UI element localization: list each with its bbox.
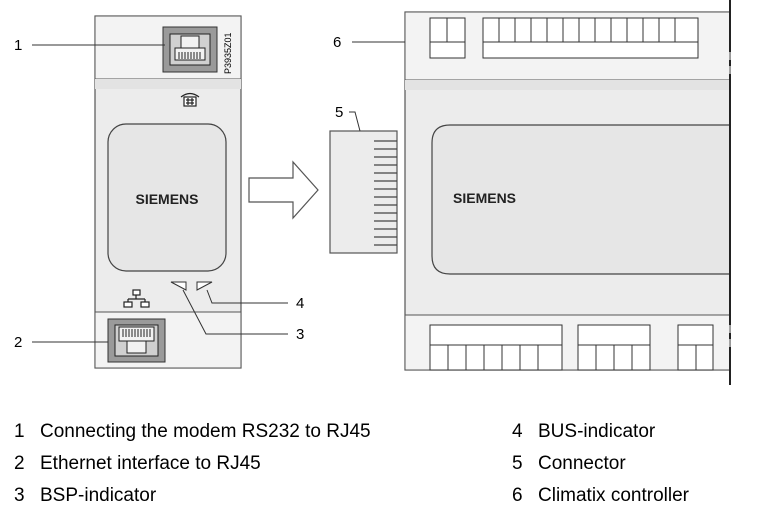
legend-item-5: 5 Connector [512,453,626,475]
insert-arrow [248,160,319,220]
callouts [32,41,405,343]
connector [329,130,398,254]
legend-item-4: 4 BUS-indicator [512,421,655,443]
legend-text: Climatix controller [538,485,689,506]
legend-text: BSP-indicator [40,485,157,506]
controller-front-panel [431,124,730,275]
legend-number: 6 [512,485,523,506]
device-diagram: P3935Z01 SIEMENS [14,0,731,385]
telephone-icon [180,92,200,107]
bottom-terminal-blocks [429,324,714,371]
callout-3-number: 3 [296,326,304,343]
legend-number: 2 [14,453,25,474]
callout-5-number: 5 [335,104,343,121]
legend-item-2: 2 Ethernet interface to RJ45 [14,453,261,475]
callout-1-number: 1 [14,37,22,54]
legend-item-1: 1 Connecting the modem RS232 to RJ45 [14,421,371,443]
legend-number: 5 [512,453,523,474]
climatix-controller: SIEMENS [404,0,731,385]
front-panel [107,123,227,272]
legend: 1 Connecting the modem RS232 to RJ45 2 Eth… [0,405,760,515]
legend-number: 3 [14,485,25,506]
callout-5-leader [349,111,361,132]
callout-3-leader [182,289,288,335]
callout-6-number: 6 [333,34,341,51]
rj45-modem-port [162,26,218,73]
legend-number: 1 [14,421,25,442]
legend-text: BUS-indicator [538,421,656,442]
left-brand-label: SIEMENS [135,191,198,207]
legend-item-6: 6 Climatix controller [512,485,689,507]
legend-number: 4 [512,421,523,442]
communication-module: P3935Z01 SIEMENS [94,15,242,369]
bus-indicator-led [196,281,213,291]
callout-2-number: 2 [14,334,22,351]
legend-item-3: 3 BSP-indicator [14,485,156,507]
ethernet-network-icon [123,289,150,308]
callout-4-leader [206,289,288,304]
drawing-code: P3935Z01 [223,32,233,74]
legend-text: Ethernet interface to RJ45 [40,453,261,474]
legend-text: Connector [538,453,626,474]
rj45-ethernet-port [107,318,166,363]
legend-text: Connecting the modem RS232 to RJ45 [40,421,371,442]
callout-4-number: 4 [296,295,304,312]
bsp-indicator-led [170,281,187,291]
top-terminal-blocks [429,17,699,59]
right-brand-label: SIEMENS [453,190,516,206]
